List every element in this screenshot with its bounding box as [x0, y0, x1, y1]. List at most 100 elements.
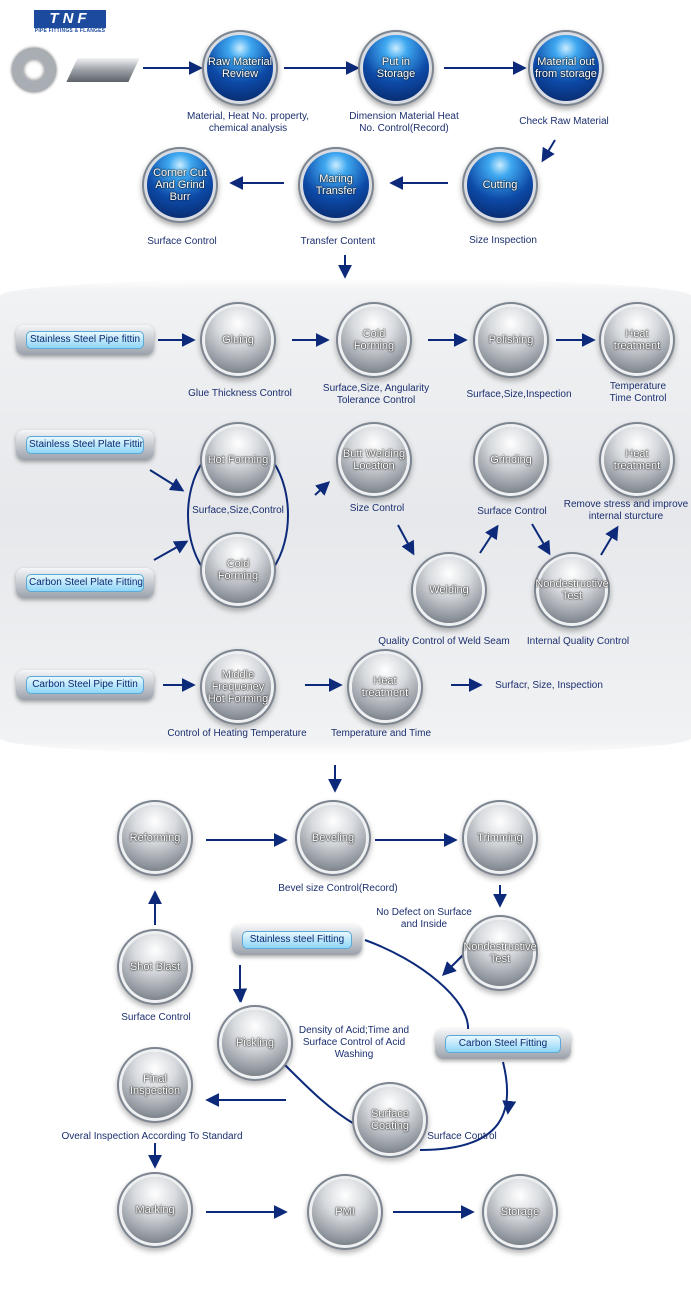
process-step-middle-frequency-hot-forming: Middle Frequeney Hot Forming — [205, 654, 271, 720]
material-pill-carbon-steel-fitting: Carbon Steel Fitting — [435, 1029, 571, 1059]
caption-no-defect: No Defect on Surface and Inside — [376, 907, 472, 930]
material-pill-label: Stainless Steel Plate Fitting — [26, 436, 144, 454]
process-step-storage: Storage — [487, 1179, 553, 1245]
process-step-label: Grinding — [490, 454, 532, 466]
material-pill-stainless-steel-fitting: Stainless steel Fitting — [232, 925, 362, 955]
process-step-label: Cold Forming — [217, 558, 259, 582]
process-step-label: Heat treatment — [613, 448, 661, 472]
caption-angularity: Surface,Size, Angularity Tolerance Contr… — [322, 383, 430, 406]
process-step-label: Marking — [135, 1204, 175, 1216]
caption-surface-control-1: Surface Control — [147, 236, 217, 247]
logo-tagline: PIPE FITTINGS & FLANGES — [34, 28, 106, 34]
process-step-label: Surface Coating — [371, 1108, 409, 1132]
process-step-maring-transfer: Maring Transfer — [303, 152, 369, 218]
caption-glue-thickness: Glue Thickness Control — [188, 388, 292, 399]
process-step-label: Gluing — [222, 334, 254, 346]
flow-arrow — [153, 540, 189, 561]
material-pill-label: Carbon Steel Pipe Fittin — [26, 676, 144, 694]
flow-arrow — [397, 524, 415, 556]
flow-arrowhead — [232, 988, 247, 1003]
process-step-label: Beveling — [311, 832, 355, 844]
process-step-cold-forming-1: Cold Forming — [341, 307, 407, 373]
caption-surface-control-3: Surface Control — [427, 1131, 497, 1142]
process-step-heat-treatment-1: Heat treatment — [604, 307, 670, 373]
process-step-shot-blast: Shot Blast — [122, 934, 188, 1000]
caption-raw-material: Material, Heat No. property, chemical an… — [186, 111, 310, 134]
material-pill-label: Stainless steel Fitting — [242, 931, 352, 949]
caption-put-in-storage: Dimension Material Heat No. Control(Reco… — [349, 111, 459, 134]
pickling-to-coating-curve — [284, 1064, 357, 1126]
process-step-label: Heat treatment — [613, 328, 661, 352]
caption-surfacr: Surfacr, Size, Inspection — [495, 680, 603, 691]
material-pill-label: Stainless Steel Pipe fittin — [26, 331, 144, 349]
caption-heating-temperature: Control of Heating Temperature — [167, 728, 307, 739]
process-step-material-out-from-storage: Material out from storage — [533, 35, 599, 101]
caption-polishing: Surface,Size,Inspection — [466, 389, 572, 400]
process-step-pmi: PMI — [312, 1179, 378, 1245]
flow-arrow — [531, 523, 551, 556]
process-step-label: Material out from storage — [535, 56, 597, 80]
process-step-pickling: Pickling — [222, 1010, 288, 1076]
process-step-label: Storage — [500, 1206, 540, 1218]
process-step-label: PMI — [335, 1206, 355, 1218]
caption-weld-seam: Quality Control of Weld Seam — [378, 636, 510, 647]
process-step-label: Shot Blast — [129, 961, 181, 973]
process-step-label: Nondestructive Test — [535, 578, 609, 602]
process-step-marking: Marking — [122, 1177, 188, 1243]
caption-size-control: Size Control — [349, 503, 405, 514]
process-step-label: Hot Forming — [207, 454, 269, 466]
process-step-gluing: Gluing — [205, 307, 271, 373]
process-step-label: Reforming — [129, 832, 181, 844]
process-step-label: Corner Cut And Grind Burr — [153, 167, 207, 203]
caption-bevel-size: Bevel size Control(Record) — [278, 883, 398, 894]
caption-overal-inspection: Overal Inspection According To Standard — [61, 1131, 243, 1142]
caption-hot-forming: Surface,Size,Control — [192, 505, 284, 516]
caption-transfer-content: Transfer Content — [300, 236, 376, 247]
flow-arrow — [600, 525, 619, 556]
caption-check-raw-material: Check Raw Material — [519, 116, 609, 127]
flow-arrow — [479, 524, 499, 554]
process-step-label: Middle Frequeney Hot Forming — [207, 669, 269, 705]
tnf-logo: TNF PIPE FITTINGS & FLANGES — [34, 10, 106, 38]
flow-arrow — [314, 481, 331, 496]
process-step-raw-material-review: Raw Material Review — [207, 35, 273, 101]
process-step-label: Raw Material Review — [207, 56, 273, 80]
steel-ring-icon — [12, 48, 56, 92]
flow-arrowhead — [502, 1100, 517, 1115]
process-step-cold-forming-2: Cold Forming — [205, 537, 271, 603]
process-step-heat-treatment-3: Heat treatment — [352, 654, 418, 720]
caption-internal-quality: Internal Quality Control — [526, 636, 630, 647]
flow-arrow — [541, 139, 556, 163]
process-step-label: Final Inspection — [129, 1073, 181, 1097]
carbon-fitting-curve — [419, 1061, 509, 1151]
process-step-label: Pickling — [236, 1037, 274, 1049]
process-step-label: Butt Welding Location — [342, 448, 406, 472]
process-step-final-inspection: Final Inspection — [122, 1052, 188, 1118]
process-step-surface-coating: Surface Coating — [357, 1087, 423, 1153]
process-step-label: Nondestructive Test — [463, 941, 537, 965]
process-step-polishing: Polishing — [478, 307, 544, 373]
caption-grinding: Surface Control — [477, 506, 547, 517]
process-step-label: Welding — [429, 584, 469, 596]
process-step-nondestructive-test-1: Nondestructive Test — [535, 557, 609, 623]
process-step-butt-welding-location: Butt Welding Location — [341, 427, 407, 493]
logo-mark: TNF — [34, 10, 106, 28]
process-step-label: Cutting — [482, 179, 518, 191]
flow-arrow — [149, 469, 185, 492]
caption-temperature-time: Temperature Time Control — [609, 381, 667, 404]
process-step-label: Heat treatment — [361, 675, 409, 699]
process-step-trimming: Trimming — [467, 805, 533, 871]
caption-size-inspection: Size Inspection — [469, 235, 537, 246]
material-pill-stainless-steel-plate-fitting: Stainless Steel Plate Fitting — [16, 430, 154, 460]
process-step-label: Polishing — [488, 334, 534, 346]
process-step-label: Put in Storage — [376, 56, 416, 80]
caption-acid: Density of Acid;Time and Surface Control… — [298, 1025, 410, 1060]
process-step-label: Maring Transfer — [315, 173, 357, 197]
process-step-heat-treatment-2: Heat treatment — [604, 427, 670, 493]
stainless-fitting-curve — [364, 939, 470, 1031]
material-pill-label: Carbon Steel Plate Fitting — [26, 574, 144, 592]
material-pill-label: Carbon Steel Fitting — [445, 1035, 561, 1053]
process-step-hot-forming: Hot Forming — [205, 427, 271, 493]
